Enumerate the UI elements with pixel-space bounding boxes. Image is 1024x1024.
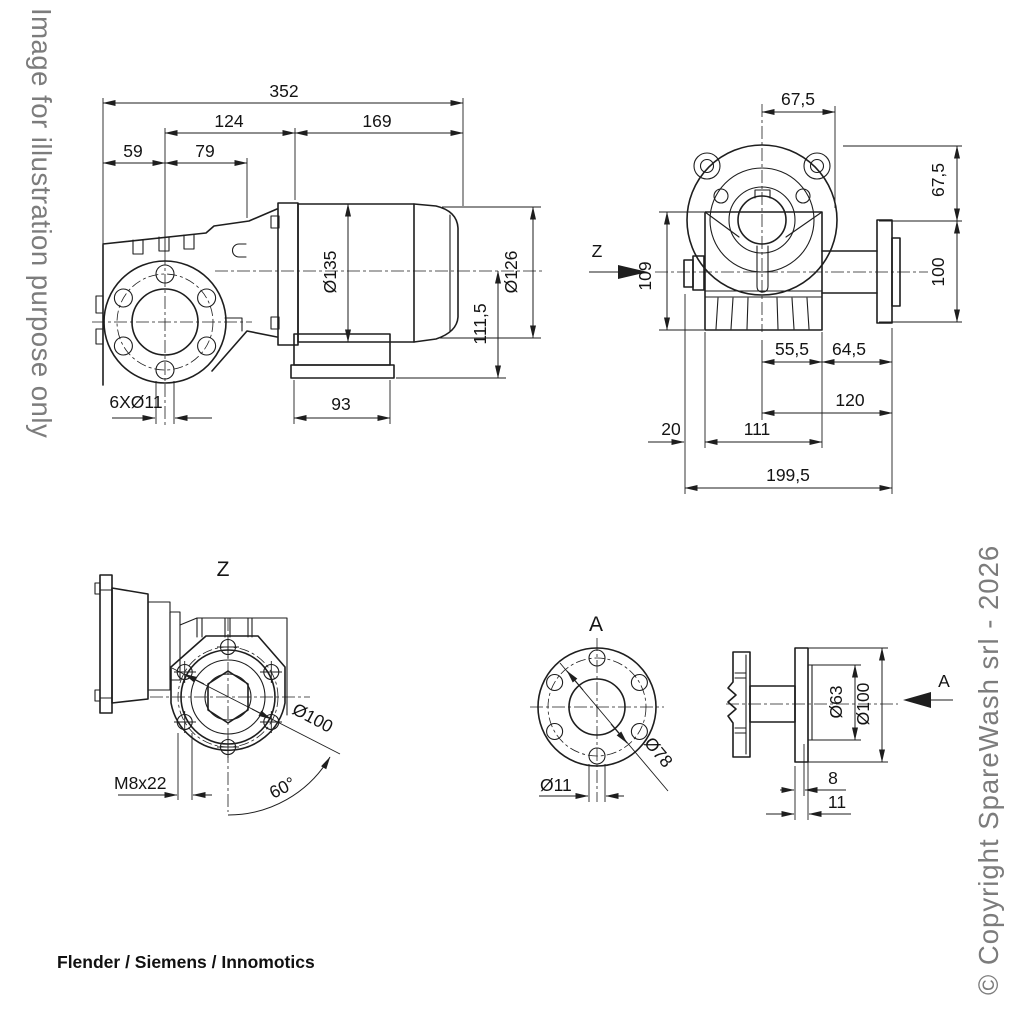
- dim-z-bolt-circle: Ø100: [289, 699, 336, 737]
- dim-axis-to-box-bottom: 111,5: [470, 303, 490, 344]
- dim-motor-diameter: Ø135: [320, 251, 340, 294]
- brands-label: Flender / Siemens / Innomotics: [57, 952, 315, 972]
- gearbox-housing: [95, 208, 278, 386]
- dim-housing-height: 109: [635, 261, 655, 290]
- dim-overall-width: 199,5: [766, 465, 810, 485]
- gearbox-body-front: [683, 211, 823, 331]
- dim-mounting-holes: 6XØ11: [109, 392, 162, 412]
- dim-tapped-holes: M8x22: [114, 773, 167, 793]
- z-view-body: [94, 574, 288, 752]
- dim-housing-width: 111: [744, 419, 771, 439]
- dim-axis-to-flange-face: 120: [835, 390, 864, 410]
- dim-motor-length: 169: [362, 111, 391, 131]
- dim-terminal-box-width: 93: [331, 394, 350, 414]
- watermark-left: Image for illustration purpose only: [26, 8, 57, 438]
- dim-axis-to-edge-top: 67,5: [781, 89, 815, 109]
- a-view-title: A: [589, 613, 603, 636]
- dim-flange-to-motor: 124: [214, 111, 243, 131]
- z-arrow-label: Z: [592, 241, 603, 261]
- z-view: Z: [94, 558, 341, 816]
- dim-flange-od: Ø100: [853, 682, 873, 725]
- front-view: Z 67,5 67,5 100 109 55,5 64,5 120 20 11: [589, 89, 962, 494]
- output-flange-side: [821, 219, 901, 324]
- terminal-box: [293, 333, 391, 366]
- dim-face-to-axis: 59: [123, 141, 142, 161]
- dim-axis-to-housing-face: 55,5: [775, 339, 809, 359]
- dim-axis-to-housing-end: 79: [195, 141, 214, 161]
- z-view-title: Z: [217, 558, 230, 581]
- dim-a-hole-diameter: Ø11: [540, 775, 572, 795]
- shaft-view: A Ø63 Ø100 8 11: [726, 647, 953, 820]
- watermark-right: © Copyright SpareWash srl - 2026: [973, 545, 1004, 995]
- dim-output-flange-od: 100: [928, 257, 948, 286]
- worm-shaft-end: [683, 259, 694, 288]
- dim-spigot-diameter: Ø63: [826, 685, 846, 718]
- dim-face-to-flange-face: 64,5: [832, 339, 866, 359]
- dim-total-thickness: 11: [828, 792, 846, 812]
- shaft-geometry: [727, 647, 813, 763]
- dim-flange-top-offset: 67,5: [928, 163, 948, 197]
- dim-fan-cowl-diameter: Ø126: [501, 251, 521, 294]
- side-view: 352 124 169 59 79 Ø135 Ø126 111,5 93 6XØ…: [92, 81, 545, 425]
- flange-spigot: [807, 664, 813, 741]
- motor-body: [270, 202, 459, 379]
- dim-overall-length: 352: [269, 81, 298, 101]
- z-direction-arrow: Z: [589, 241, 648, 279]
- dim-shaft-protrusion: 20: [661, 419, 681, 439]
- a-direction-arrow: A: [903, 671, 953, 708]
- flange-plate: [794, 647, 809, 763]
- a-arrow-label: A: [938, 671, 950, 691]
- dim-plate-thickness: 8: [828, 768, 838, 788]
- a-view: A Ø78 Ø11: [530, 613, 677, 802]
- dim-hole-angle: 60°: [266, 773, 299, 803]
